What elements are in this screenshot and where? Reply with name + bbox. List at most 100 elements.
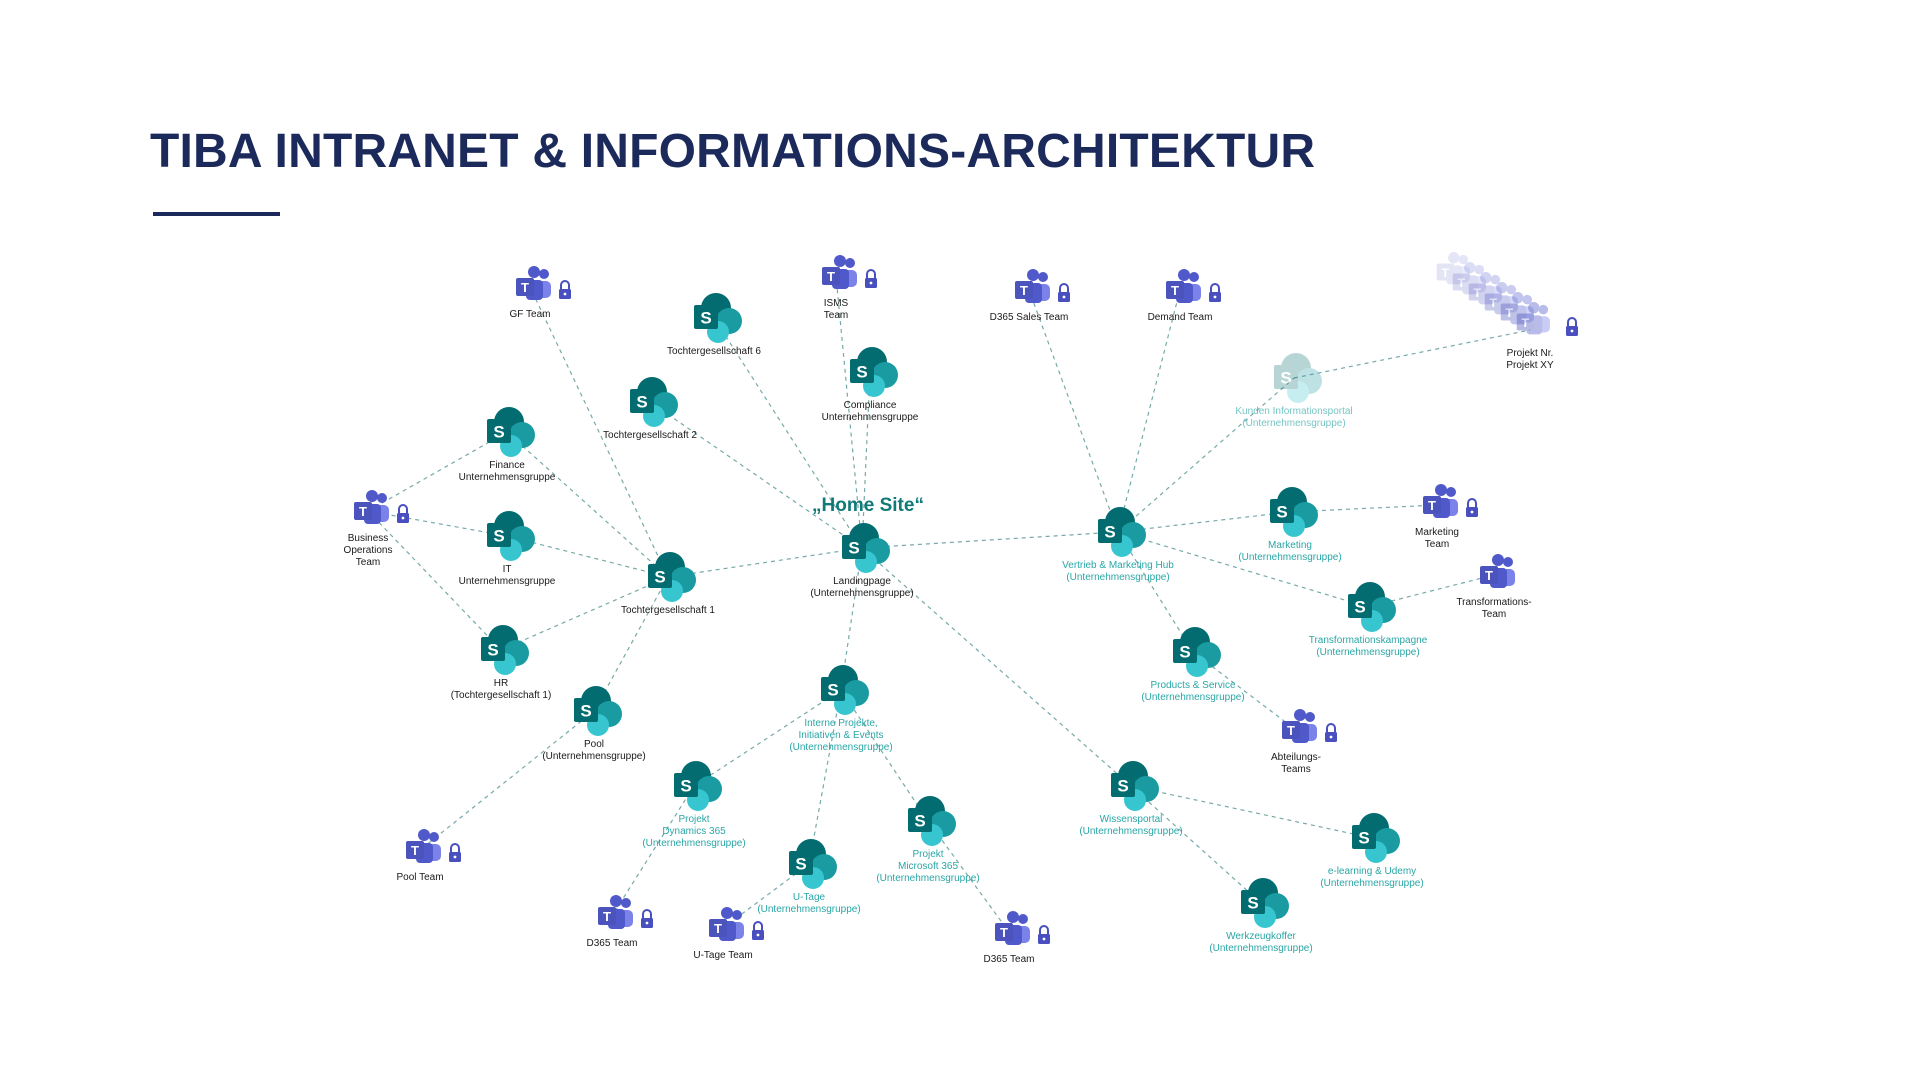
teams-logo: T: [822, 255, 857, 289]
sharepoint-logo: S: [1270, 487, 1318, 537]
lock-icon: [1058, 283, 1070, 302]
svg-text:T: T: [1505, 306, 1513, 320]
node-utage[interactable]: SU-Tage(Unternehmensgruppe): [757, 839, 861, 915]
connector-landing-compliance: [861, 371, 871, 549]
sharepoint-logo: S: [648, 552, 696, 602]
sharepoint-logo: S: [850, 347, 898, 397]
node-label: U-Tage(Unternehmensgruppe): [757, 892, 860, 915]
svg-text:T: T: [1000, 925, 1008, 940]
node-label: GF Team: [510, 309, 551, 320]
svg-text:T: T: [1428, 498, 1436, 513]
node-label: Interne Projekte,Initiativen & Events(Un…: [789, 718, 892, 753]
svg-text:S: S: [1276, 503, 1287, 522]
svg-text:T: T: [1441, 266, 1449, 280]
node-label-line: Initiativen & Events: [798, 730, 883, 741]
node-label-line: Projekt: [912, 849, 943, 860]
svg-text:T: T: [1171, 283, 1179, 298]
node-label-line: (Unternehmensgruppe): [1316, 647, 1419, 658]
node-label: Pool Team: [396, 872, 443, 883]
connector-bizops-hr: [367, 510, 502, 651]
sharepoint-logo: S: [674, 761, 722, 811]
teams-logo: T: [598, 895, 633, 929]
teams-logo: T: [1015, 269, 1050, 303]
node-transkamp[interactable]: STransformationskampagne(Unternehmensgru…: [1309, 582, 1428, 658]
node-label-line: Compliance: [844, 400, 897, 411]
connector-tg1-finance: [506, 431, 669, 578]
svg-text:T: T: [1489, 296, 1497, 310]
sharepoint-logo: S: [1241, 878, 1289, 928]
sharepoint-logo: S: [630, 377, 678, 427]
node-label-line: GF Team: [510, 309, 551, 320]
node-label-line: (Unternehmensgruppe): [1141, 692, 1244, 703]
node-label-line: Unternehmensgruppe: [822, 412, 919, 423]
node-label: Vertrieb & Marketing Hub(Unternehmensgru…: [1062, 560, 1174, 583]
lock-icon: [559, 280, 571, 299]
node-label-line: Business: [348, 533, 389, 544]
node-label-line: (Unternehmensgruppe): [642, 838, 745, 849]
node-label: Transformations-Team: [1456, 597, 1531, 620]
node-label-line: Tochtergesellschaft 1: [621, 605, 715, 616]
sharepoint-logo: S: [487, 407, 535, 457]
node-label: Kunden Informationsportal(Unternehmensgr…: [1235, 406, 1352, 429]
svg-text:S: S: [1354, 598, 1365, 617]
node-marketing[interactable]: S Marketing(Unternehmensgruppe): [1238, 487, 1342, 563]
svg-text:T: T: [521, 280, 529, 295]
lock-icon: [449, 843, 461, 862]
connector-landing-wissen: [861, 547, 1132, 787]
sharepoint-logo: S: [1348, 582, 1396, 632]
node-elearn[interactable]: Se-learning & Udemy(Unternehmensgruppe): [1320, 813, 1424, 889]
teams-logo: T: [1484, 282, 1518, 315]
svg-text:S: S: [1104, 523, 1115, 542]
lock-icon: [1566, 317, 1578, 336]
node-label: Marketing(Unternehmensgruppe): [1238, 540, 1341, 563]
connector-landing-tg2: [649, 401, 863, 549]
node-label-line: (Unternehmensgruppe): [1242, 418, 1345, 429]
sharepoint-logo: S: [1098, 507, 1146, 557]
node-hr[interactable]: SHR(Tochtergesellschaft 1): [451, 625, 552, 701]
node-vertrieb[interactable]: S Vertrieb & Marketing Hub(Unternehmensgr…: [1062, 507, 1174, 583]
node-label-line: Finance: [489, 460, 525, 471]
node-label-line: Pool Team: [396, 872, 443, 883]
slide-title: TIBA INTRANET & INFORMATIONS-ARCHITEKTUR: [150, 125, 1316, 178]
node-tg1[interactable]: S Tochtergesellschaft 1: [621, 552, 715, 616]
connector-tg1-pool: [593, 576, 669, 712]
lock-icon: [641, 909, 653, 928]
node-gf[interactable]: T GF Team: [510, 266, 571, 320]
connector-landing-tg1: [667, 547, 863, 578]
node-label-line: Projekt: [678, 814, 709, 825]
svg-text:S: S: [493, 423, 504, 442]
connector-interne-pm365: [840, 689, 929, 822]
teams-logo: T: [1516, 302, 1550, 335]
node-utageteam[interactable]: TU-Tage Team: [693, 907, 764, 961]
node-label-line: Operations: [344, 545, 393, 556]
